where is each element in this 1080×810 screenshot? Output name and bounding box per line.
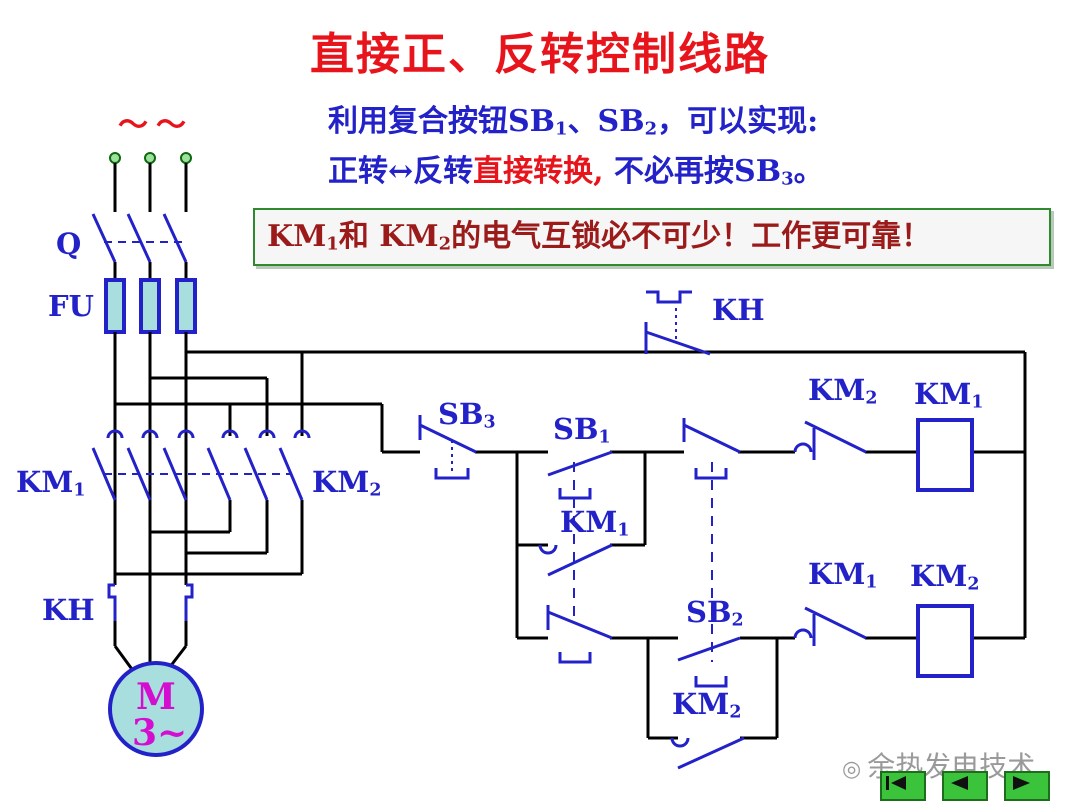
start-button-sb2 bbox=[677, 462, 741, 688]
switch-q bbox=[91, 213, 188, 263]
contactor-km2-main bbox=[104, 429, 311, 501]
sb1-nc-contact bbox=[546, 605, 613, 664]
km1-holding-contact bbox=[538, 543, 613, 577]
label-kh-control: KH bbox=[712, 293, 765, 327]
label-coil-km2: KM2 bbox=[910, 559, 980, 595]
motor bbox=[108, 661, 204, 757]
description-line-1: 利用复合按钮SB1、SB2，可以实现: bbox=[328, 104, 819, 140]
label-sb3: SB3 bbox=[438, 397, 496, 433]
label-km2-main: KM2 bbox=[312, 465, 382, 501]
start-button-sb1 bbox=[547, 450, 613, 622]
km1-interlock-contact bbox=[793, 606, 867, 646]
label-fu: FU bbox=[48, 289, 94, 323]
previous-slide-button[interactable] bbox=[942, 771, 988, 801]
next-icon bbox=[1013, 776, 1030, 790]
label-q: Q bbox=[56, 227, 82, 261]
label-km2-interlock: KM2 bbox=[808, 373, 878, 409]
motor-label: M bbox=[136, 676, 176, 718]
kh-control-contact bbox=[644, 290, 711, 356]
first-slide-button[interactable] bbox=[880, 771, 926, 801]
km2-interlock-contact bbox=[793, 420, 867, 460]
label-km1-interlock: KM1 bbox=[808, 557, 878, 593]
power-wiring bbox=[113, 332, 1027, 638]
previous-icon bbox=[951, 776, 968, 790]
label-kh-main: KH bbox=[42, 593, 95, 627]
label-sb2: SB2 bbox=[686, 595, 744, 631]
sb2-nc-contact bbox=[682, 418, 741, 480]
coil-km1 bbox=[916, 418, 974, 492]
km2-holding-contact bbox=[670, 736, 745, 770]
label-km2-holding: KM2 bbox=[672, 687, 742, 723]
coil-km2 bbox=[916, 604, 974, 678]
page-title: 直接正、反转控制线路 bbox=[310, 29, 770, 80]
interlock-banner: KM1和 KM2的电气互锁必不可少！工作更可靠！ bbox=[253, 208, 1051, 266]
first-icon bbox=[886, 776, 906, 790]
label-sb1: SB1 bbox=[553, 412, 611, 448]
supply-symbol: ～～ bbox=[118, 108, 194, 143]
fuse-fu bbox=[104, 278, 197, 334]
stop-button-sb3 bbox=[418, 415, 477, 480]
next-slide-button[interactable] bbox=[1004, 771, 1050, 801]
label-coil-km1: KM1 bbox=[914, 377, 984, 413]
description-line-2: 正转↔反转直接转换, 不必再按SB3。 bbox=[328, 154, 824, 190]
contactor-km1-main bbox=[91, 429, 195, 501]
thermal-relay-kh-main bbox=[107, 583, 194, 621]
label-km1-holding: KM1 bbox=[560, 505, 630, 541]
label-km1-main: KM1 bbox=[16, 465, 86, 501]
motor-phase-label: 3~ bbox=[132, 712, 188, 754]
control-wiring bbox=[475, 450, 1025, 740]
supply-terminals bbox=[109, 152, 192, 212]
